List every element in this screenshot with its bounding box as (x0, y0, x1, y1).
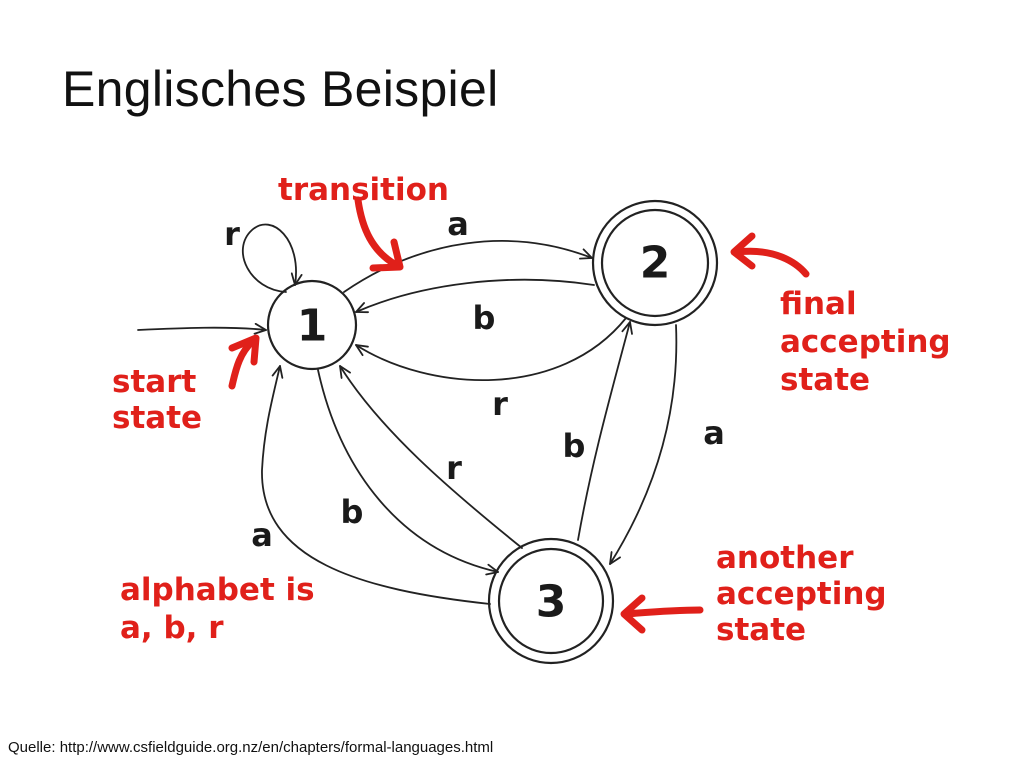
note-another-2: accepting (716, 576, 887, 612)
another-red-arrowhead (620, 594, 646, 634)
start-arrow (137, 322, 267, 335)
note-transition: transition (278, 172, 449, 208)
edge-2-1-r-label: r (492, 385, 508, 423)
edge-2-1-b (355, 278, 595, 314)
slide-title: Englisches Beispiel (62, 61, 499, 117)
state-3-outer-circle (487, 537, 615, 665)
transition-red-arrowhead (369, 238, 404, 272)
source-citation: Quelle: http://www.csfieldguide.org.nz/e… (8, 739, 494, 756)
edge-3-1-r-label: r (446, 449, 462, 487)
note-alphabet-2: a, b, r (120, 610, 224, 646)
note-start-1: start (112, 364, 196, 400)
edge-2-1-r (355, 317, 627, 381)
note-final-2: accepting (780, 324, 951, 360)
note-final-1: final (780, 286, 857, 322)
note-final-3: state (780, 362, 870, 398)
edge-1-1-label: r (224, 215, 240, 253)
transition-red-arrow (354, 196, 402, 270)
state-1-circle (266, 279, 358, 371)
state-3-inner-circle (497, 547, 605, 655)
edge-3-1-a-label: a (251, 516, 273, 554)
edge-3-1-r (339, 365, 523, 549)
edge-2-3-a (609, 324, 678, 565)
state-2: 2 (591, 199, 719, 327)
state-3: 3 (487, 537, 615, 665)
edge-3-2-label: b (563, 427, 586, 465)
edge-1-3-b (317, 369, 499, 576)
final-red-arrowhead (730, 232, 756, 270)
edge-3-1-a (261, 365, 491, 605)
note-start-2: state (112, 400, 202, 436)
note-alphabet-1: alphabet is (120, 572, 315, 608)
edge-1-2-a (343, 240, 593, 293)
state-2-outer-circle (591, 199, 719, 327)
edge-2-3-label: a (703, 414, 725, 452)
edge-1-1-r (241, 223, 303, 293)
state-1-label: 1 (297, 301, 328, 352)
edge-2-1-label: b (473, 299, 496, 337)
state-1: 1 (266, 279, 358, 371)
edge-1-3-label: b (341, 493, 364, 531)
edge-3-2-b (577, 321, 633, 541)
note-another-1: another (716, 540, 854, 576)
state-3-label: 3 (536, 577, 567, 628)
final-red-arrow (734, 247, 810, 278)
edge-1-2-label: a (447, 205, 469, 243)
state-2-inner-circle (600, 208, 710, 318)
note-another-3: state (716, 612, 806, 648)
another-red-arrow (622, 606, 704, 618)
state-2-label: 2 (640, 238, 671, 289)
start-red-arrowhead (228, 334, 260, 366)
